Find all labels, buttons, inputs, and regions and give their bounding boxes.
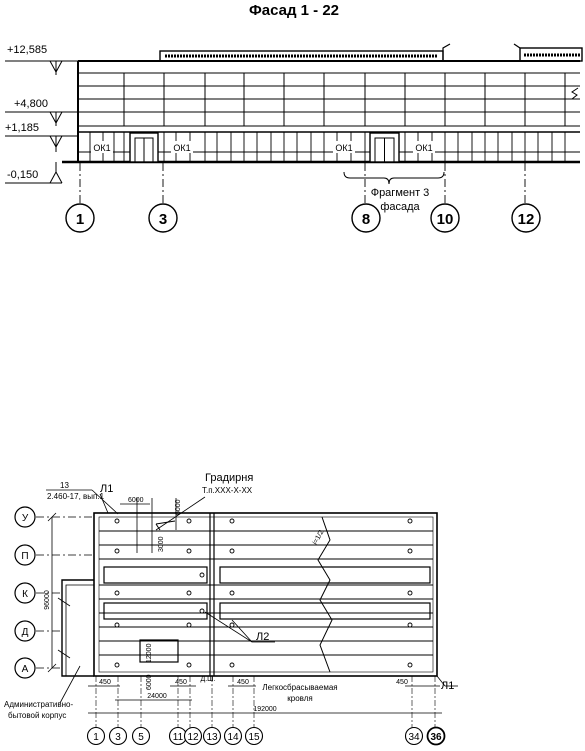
row-axis-label: П [21,551,28,562]
roof-note: Легкосбрасываемая [262,683,337,692]
note-13: 13 [60,481,69,490]
col-axis-label: 5 [138,732,144,743]
window-tag: ОК1 [173,143,190,153]
l1-right: Л1 [441,680,454,692]
roof-plan [57,512,438,677]
row-axis-label: Д [22,627,29,638]
tower-title: Градирня [205,472,253,484]
svg-text:Д.Ш.: Д.Ш. [200,676,215,683]
row-axis-label: К [22,589,28,600]
plan-row-axis-bubbles [14,506,36,679]
window-tag: ОК1 [335,143,352,153]
svg-text:450: 450 [237,679,249,686]
fragment-label: фасада [380,201,420,213]
dim-96000 [47,512,57,673]
window-tag-box [333,141,355,153]
svg-text:6000: 6000 [175,499,182,515]
svg-text:6000: 6000 [146,674,153,690]
tower-code: Т.п.ХХХ-Х-ХХ [202,486,253,495]
axis-label: 10 [437,211,454,228]
roof-note: кровля [287,694,312,703]
svg-text:450: 450 [396,679,408,686]
col-axis-label: 12 [187,732,199,743]
svg-text:i=1/2: i=1/2 [312,529,326,546]
svg-text:450: 450 [99,679,111,686]
window-tag-box [91,141,113,153]
svg-text:96000: 96000 [44,590,51,610]
row-axis-label: У [22,513,29,524]
axis-label: 3 [159,211,167,228]
window-tag: ОК1 [93,143,110,153]
level-label: -0,150 [7,169,38,181]
window-tag-box [171,141,193,153]
plan-col-axis-bubbles [86,726,446,746]
dim-line-450 [88,685,442,714]
col-axis-label: 1 [93,732,99,743]
svg-text:450: 450 [175,679,187,686]
col-axis-label: 14 [227,732,239,743]
admin-note: бытовой корпус [8,711,66,720]
fragment-label: Фрагмент 3 [371,187,430,199]
facade-elevation [62,43,583,164]
l2-label: Л2 [256,631,269,643]
col-axis-label: 3 [115,732,121,743]
fragment-bracket [343,171,445,185]
level-marks [5,60,78,184]
level-label: +4,800 [14,98,48,110]
note-doc: 2.460-17, вып.1 [47,492,105,501]
roof-drains [114,518,413,668]
col-axis-label: 15 [248,732,260,743]
axis-label: 12 [518,211,535,228]
col-axis-label: 11 [173,732,184,743]
facade-title: Фасад 1 - 22 [249,2,339,19]
axis-label: 8 [362,211,370,228]
level-label: +12,585 [7,44,47,56]
svg-text:3000: 3000 [158,536,165,552]
col-axis-label: 34 [408,732,420,743]
facade-axis-bubbles [65,203,541,233]
facade-axis-lines [79,163,526,203]
plan-row-axis-lines [36,516,94,669]
svg-text:192000: 192000 [253,706,276,713]
svg-text:24000: 24000 [147,693,167,700]
admin-note: Административно- [4,700,73,709]
plan-col-axis-lines [95,676,436,728]
col-axis-label: 36 [430,732,442,743]
svg-text:12000: 12000 [146,643,153,663]
l1-top: Л1 [100,483,113,495]
svg-text:6000: 6000 [128,497,144,504]
col-axis-label: 13 [206,732,218,743]
axis-label: 1 [76,211,84,228]
window-tag-box [413,141,435,153]
row-axis-label: А [22,664,29,675]
window-tag: ОК1 [415,143,432,153]
level-label: +1,185 [5,122,39,134]
